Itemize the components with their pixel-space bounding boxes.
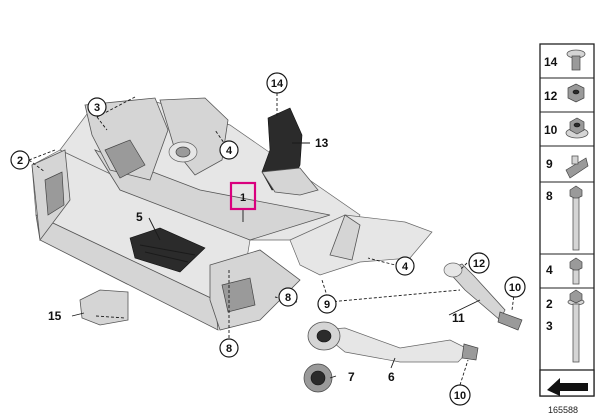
callout-14[interactable]: 14 bbox=[266, 72, 288, 94]
svg-text:3: 3 bbox=[94, 102, 100, 114]
clip-bracket-icon bbox=[565, 155, 589, 179]
side-item-2-3[interactable]: 2 3 bbox=[546, 289, 585, 363]
svg-text:4: 4 bbox=[402, 261, 409, 273]
callout-4-lower[interactable]: 4 bbox=[395, 256, 415, 276]
rivet-nut-icon bbox=[566, 49, 586, 71]
svg-text:8: 8 bbox=[226, 343, 232, 355]
svg-text:4: 4 bbox=[226, 145, 233, 157]
label-11[interactable]: 11 bbox=[452, 311, 465, 325]
callout-8-right[interactable]: 8 bbox=[278, 287, 298, 307]
callout-10-upper[interactable]: 10 bbox=[504, 276, 526, 298]
bushing-7 bbox=[303, 363, 333, 393]
label-6[interactable]: 6 bbox=[388, 370, 395, 384]
label-15[interactable]: 15 bbox=[48, 309, 62, 323]
svg-text:1: 1 bbox=[240, 192, 246, 204]
side-item-10[interactable]: 10 bbox=[544, 117, 589, 139]
control-arm-11 bbox=[443, 262, 523, 331]
svg-text:12: 12 bbox=[473, 258, 485, 270]
callout-2[interactable]: 2 bbox=[10, 150, 30, 170]
callout-9[interactable]: 9 bbox=[317, 294, 337, 314]
diagram-id: 165588 bbox=[548, 405, 578, 415]
label-7[interactable]: 7 bbox=[348, 370, 355, 384]
svg-text:9: 9 bbox=[324, 299, 330, 311]
svg-text:2: 2 bbox=[546, 297, 553, 311]
callout-4-upper[interactable]: 4 bbox=[219, 140, 239, 160]
hex-nut-icon bbox=[567, 83, 585, 103]
front-axle-subframe bbox=[31, 97, 433, 331]
callout-1-highlighted[interactable]: 1 bbox=[229, 181, 257, 211]
svg-text:4: 4 bbox=[546, 263, 553, 277]
svg-text:10: 10 bbox=[454, 390, 466, 402]
label-5[interactable]: 5 bbox=[136, 210, 143, 224]
svg-text:2: 2 bbox=[17, 155, 23, 167]
svg-text:14: 14 bbox=[271, 78, 284, 90]
svg-text:10: 10 bbox=[509, 282, 521, 294]
fastener-side-panel: 14 12 10 9 bbox=[539, 43, 595, 397]
callout-12[interactable]: 12 bbox=[468, 252, 490, 274]
long-flange-bolt-icon bbox=[567, 289, 585, 363]
short-bolt-icon bbox=[569, 257, 583, 285]
svg-text:9: 9 bbox=[546, 157, 553, 171]
direction-arrow-icon bbox=[539, 369, 595, 397]
side-item-8[interactable]: 8 bbox=[546, 185, 583, 251]
callout-8-lower[interactable]: 8 bbox=[219, 338, 239, 358]
side-item-14[interactable]: 14 bbox=[544, 49, 586, 71]
callout-3[interactable]: 3 bbox=[87, 97, 107, 117]
flange-nut-icon bbox=[565, 117, 589, 139]
svg-text:12: 12 bbox=[544, 89, 558, 103]
svg-text:14: 14 bbox=[544, 55, 558, 69]
svg-text:8: 8 bbox=[546, 189, 553, 203]
side-item-9[interactable]: 9 bbox=[546, 155, 589, 179]
leader-lines bbox=[28, 83, 516, 386]
svg-text:8: 8 bbox=[285, 292, 291, 304]
side-item-4[interactable]: 4 bbox=[546, 257, 583, 285]
side-item-12[interactable]: 12 bbox=[544, 83, 585, 103]
svg-text:10: 10 bbox=[544, 123, 558, 137]
control-arm-6 bbox=[307, 321, 479, 363]
svg-text:3: 3 bbox=[546, 319, 553, 333]
label-13[interactable]: 13 bbox=[315, 136, 329, 150]
callout-10-lower[interactable]: 10 bbox=[449, 384, 471, 406]
long-bolt-icon bbox=[569, 185, 583, 251]
